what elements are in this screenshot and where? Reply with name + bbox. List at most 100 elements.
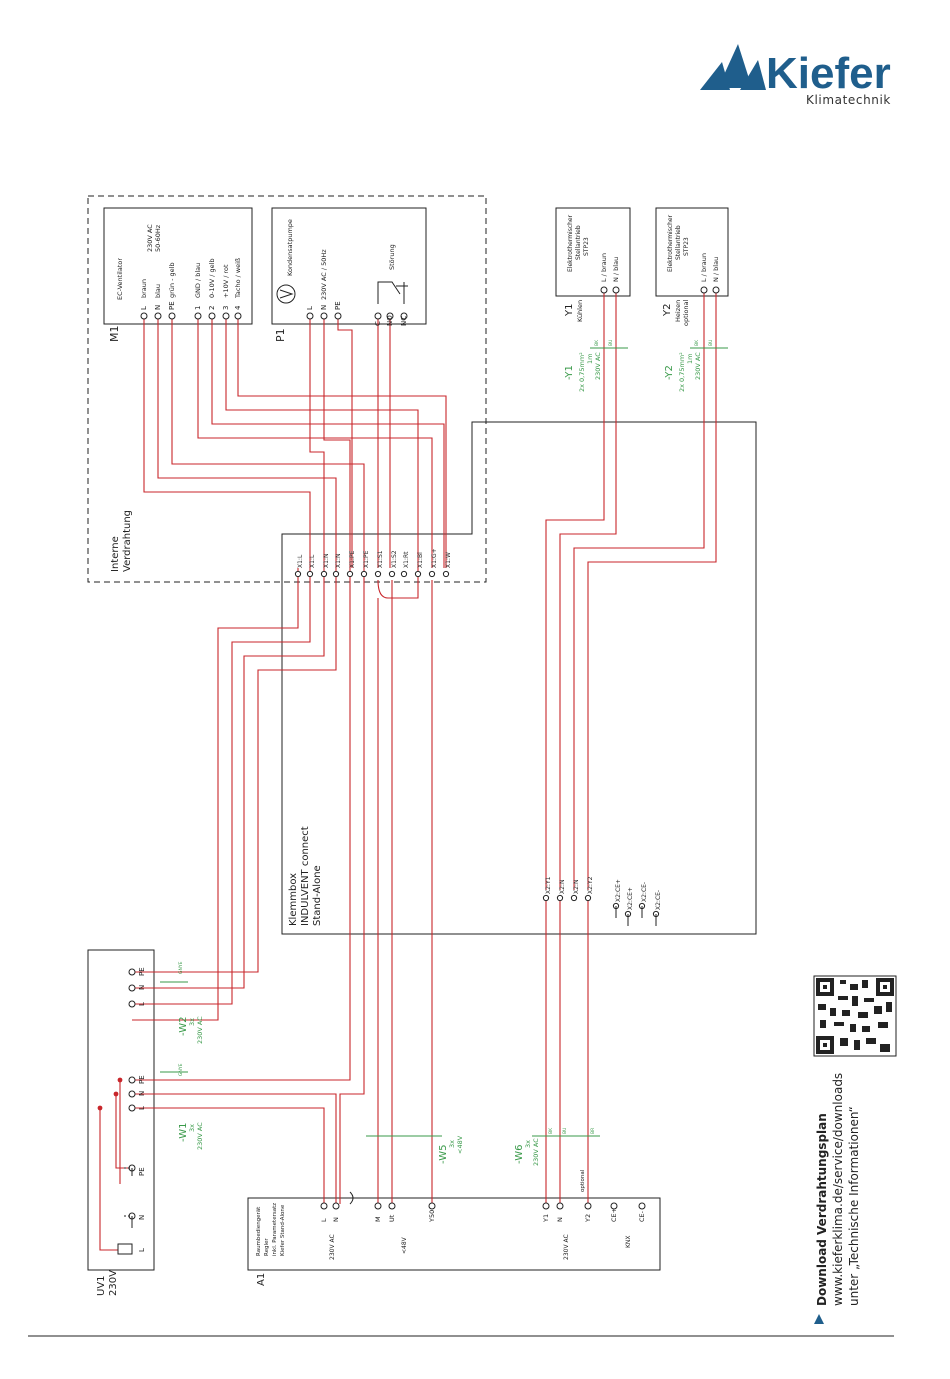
- x1-terminal: X1:L: [297, 554, 304, 568]
- a1-line4: Kiefer Stand-Alone: [280, 1204, 286, 1256]
- uv1-bottom-pe: PE: [138, 1167, 146, 1176]
- cable-y1-name: -Y1: [564, 365, 575, 380]
- y1-terminal-l: L / braun: [600, 253, 608, 282]
- cable-w6-name: -W6: [514, 1145, 525, 1164]
- m1-desc-4: Tacho / weiß: [234, 258, 242, 299]
- y2-device2: Stellantrieb: [675, 225, 682, 260]
- m1-terminal-4: 4: [234, 305, 242, 310]
- download-section: Download Verdrahtungsplan www.kieferklim…: [813, 975, 897, 1324]
- structure: [87, 195, 757, 1271]
- a1-group-low: <48V: [401, 1236, 408, 1254]
- uv1-bottom-l: L: [138, 1248, 146, 1252]
- p1-pump-icon: [276, 284, 296, 304]
- x1-terminal: X1:S2: [391, 550, 398, 568]
- x1-terminal: X1:W: [445, 552, 452, 568]
- cable-y2-c1: BK: [694, 339, 700, 346]
- a1-group-valve: 230V AC: [563, 1234, 570, 1260]
- a1-line3: inkl. Parametersatz: [272, 1203, 278, 1256]
- cable-w6-c2: BU: [562, 1128, 568, 1134]
- x2-terminal: X2:Y1: [545, 876, 552, 894]
- y2-device1: Elektrothermischer: [667, 214, 674, 272]
- a1-line2: Regler: [264, 1238, 270, 1256]
- uv1-id: UV1: [96, 1275, 107, 1296]
- cable-w5-name: -W5: [438, 1145, 449, 1164]
- cable-w2-name: -W2: [178, 1017, 189, 1036]
- cable-y2-spec3: 230V AC: [694, 352, 702, 380]
- p1-spec: 230V AC / 50Hz: [320, 249, 328, 300]
- download-title: Download Verdrahtungsplan: [815, 1113, 829, 1306]
- cable-y1-spec1: 2x 0,75mm²: [578, 352, 586, 392]
- cable-w2-spec1: 3x: [188, 1018, 196, 1026]
- m1-title: EC-Ventilator: [116, 258, 124, 300]
- uv1-terminal-n-2: N: [138, 1091, 146, 1096]
- a1-terminal-ce-plus: CE+: [610, 1208, 618, 1222]
- uv1-terminal-pe: PE: [138, 967, 146, 976]
- a1-optional: optional: [580, 1169, 586, 1192]
- y1-role: Kühlen: [576, 300, 584, 322]
- wires: [99, 290, 717, 1251]
- m1-terminal-1: 1: [194, 306, 202, 310]
- y2-terminal-n: N / blau: [712, 257, 720, 282]
- x2-terminal: X2:N: [573, 880, 580, 894]
- cable-y1-c2: BU: [608, 340, 614, 346]
- m1-desc-l: braun: [140, 279, 148, 298]
- x1-terminal: X1:Bl: [417, 552, 424, 568]
- uv1-terminal-n: N: [138, 985, 146, 990]
- y2-id: Y2: [662, 304, 673, 317]
- internal-wiring-label-2: Verdrahtung: [122, 510, 133, 572]
- p1-terminal-c: C: [374, 321, 382, 326]
- a1-terminal-y2: Y2: [584, 1214, 592, 1223]
- cable-w1-name: -W1: [178, 1123, 189, 1142]
- p1-fault: Störung: [388, 244, 396, 270]
- cable-w2-c1: GNYE: [178, 961, 184, 974]
- download-url: www.kieferklima.de/service/downloads: [831, 1073, 845, 1306]
- klemmbox-line3: Stand-Alone: [312, 865, 323, 926]
- m1-terminal-l: L: [140, 306, 148, 310]
- internal-wiring-boundary: [87, 195, 487, 583]
- a1-terminal-m: M: [374, 1216, 382, 1222]
- x1-terminal: X1:N: [323, 554, 330, 568]
- cable-w6-spec2: 230V AC: [532, 1138, 540, 1166]
- y2-role2: optional: [682, 299, 690, 326]
- m1-terminal-3: 3: [222, 306, 230, 310]
- m1-desc-pe: grün - gelb: [168, 262, 176, 298]
- uv1-labels: PE N L PE N L PE N L UV1 230V: [96, 967, 146, 1296]
- download-note: unter „Technische Informationen“: [847, 1106, 861, 1306]
- junction-dots: [97, 1077, 123, 1111]
- m1-box: [103, 207, 253, 325]
- y1-device2: Stellantrieb: [575, 225, 582, 260]
- x1-terminal: X1:N: [335, 554, 342, 568]
- cable-y1-spec2: 1m: [586, 354, 594, 364]
- m1-desc-3: +10V / rot: [222, 264, 230, 298]
- a1-group-power: 230V AC: [329, 1234, 336, 1260]
- cable-y1-spec3: 230V AC: [594, 352, 602, 380]
- a1-box: [247, 1197, 661, 1271]
- y2-device3: STP23: [683, 237, 690, 256]
- download-arrow-icon: [814, 1314, 824, 1324]
- a1-knx: KNX: [625, 1235, 632, 1248]
- a1-terminal-y1: Y1: [542, 1214, 550, 1223]
- cable-markers: [160, 347, 728, 1137]
- cable-y1-c1: BK: [594, 339, 600, 346]
- x1-terminal: X1:G+: [431, 548, 438, 568]
- y2-role1: Heizen: [674, 300, 682, 322]
- uv1-terminal-pe-2: PE: [138, 1075, 146, 1084]
- misc-details: [117, 281, 657, 1255]
- p1-terminal-l: L: [306, 306, 314, 310]
- ce-terminal: X2:CE-: [655, 890, 662, 910]
- qr-code-icon: [813, 975, 897, 1057]
- m1-id: M1: [108, 326, 121, 343]
- p1-terminal-no: NO: [386, 315, 394, 326]
- x1-terminal: X1:PE: [363, 550, 370, 568]
- x2-terminal: X2:N: [559, 880, 566, 894]
- uv1-terminal-l-2: L: [138, 1106, 146, 1110]
- a1-terminal-y50: Y50: [428, 1210, 436, 1223]
- a1-labels: A1 Raumbediengerät Regler inkl. Paramete…: [256, 1169, 646, 1286]
- internal-wiring-label-1: Interne: [110, 536, 121, 572]
- cable-w6-c1: BK: [548, 1127, 554, 1134]
- cable-y2-spec2: 1m: [686, 354, 694, 364]
- cable-y2-c2: BU: [708, 340, 714, 346]
- y2-box: [655, 207, 729, 297]
- cable-w6-c3: BR: [590, 1128, 596, 1134]
